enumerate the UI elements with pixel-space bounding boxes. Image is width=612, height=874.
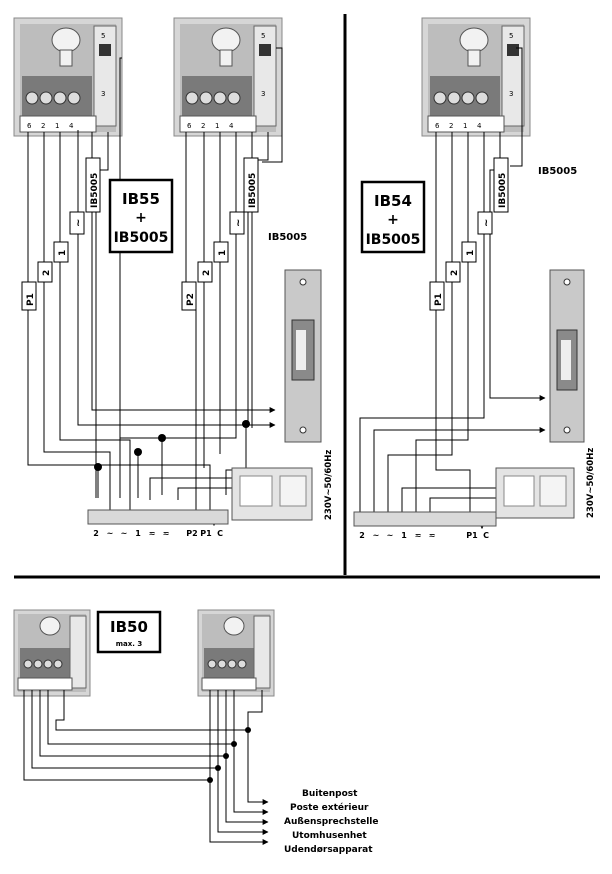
title-max: max. 3 xyxy=(116,640,143,648)
junction-dot xyxy=(245,727,251,733)
unit-terminal-2: 2 xyxy=(449,122,453,130)
power-supply-a: 230V~50/60Hz xyxy=(231,450,334,521)
title-plus: + xyxy=(135,210,147,226)
wire-label-tilde: ~ xyxy=(233,219,244,227)
title-model: IB50 xyxy=(110,618,148,636)
panel-a-wire-labels: P1 2 1 ~ IB5005 P2 2 1 ~ IB5005 xyxy=(21,157,259,311)
unit-terminal-6: 6 xyxy=(187,122,192,130)
wire-label-p1: P1 xyxy=(26,293,36,306)
module-label: IB5005 xyxy=(538,166,577,177)
panel-c-wires xyxy=(23,690,269,845)
title-model: IB55 xyxy=(122,190,160,208)
module-label: IB5005 xyxy=(268,232,307,243)
junction-dot xyxy=(207,777,213,783)
unit-terminal-6: 6 xyxy=(435,122,440,130)
unit-terminal-5: 5 xyxy=(261,32,265,40)
terminal-label: ≂ xyxy=(163,529,170,538)
wire-label-2: 2 xyxy=(450,270,460,276)
panel-b-title-box: IB54 + IB5005 xyxy=(360,180,426,254)
panel-c-title-box: IB50 max. 3 xyxy=(96,610,162,654)
wire-label-ib5005: IB5005 xyxy=(248,173,258,208)
terminal-label: C xyxy=(483,531,489,540)
terminal-label: ~ xyxy=(373,531,380,540)
title-plus: + xyxy=(387,212,399,228)
unit-terminal-1: 1 xyxy=(55,122,59,130)
terminal-label: ~ xyxy=(107,529,114,538)
title-model: IB54 xyxy=(374,192,412,210)
outdoor-label: Außensprechstelle xyxy=(284,817,378,827)
junction-dot xyxy=(231,741,237,747)
unit-terminal-1: 1 xyxy=(215,122,219,130)
junction-dot xyxy=(158,434,166,442)
junction-dot xyxy=(215,765,221,771)
power-supply-b: 230V~50/60Hz xyxy=(495,448,596,519)
unit-terminal-5: 5 xyxy=(101,32,105,40)
terminal-label: 2 xyxy=(93,529,99,538)
wire-label-1: 1 xyxy=(466,250,476,256)
terminal-label: ≂ xyxy=(149,529,156,538)
terminal-block-b xyxy=(353,511,497,527)
terminal-labels-a: 2 ~ ~ 1 ≂ ≂ P2 P1 C xyxy=(93,529,223,538)
outdoor-label: Poste extérieur xyxy=(290,802,369,813)
terminal-label: ~ xyxy=(121,529,128,538)
wire-label-1: 1 xyxy=(58,250,68,256)
terminal-label: 1 xyxy=(401,531,407,540)
indoor-unit-c2 xyxy=(197,609,275,697)
door-strike-a xyxy=(284,269,322,443)
wire-label-ib5005: IB5005 xyxy=(498,173,508,208)
terminal-label: 1 xyxy=(135,529,141,538)
psu-voltage-label: 230V~50/60Hz xyxy=(324,450,334,520)
door-strike-b xyxy=(549,269,585,443)
outdoor-labels: Buitenpost Poste extérieur Außensprechst… xyxy=(284,789,378,855)
wire-label-tilde: ~ xyxy=(73,219,84,227)
unit-terminal-3: 3 xyxy=(261,90,265,98)
terminal-label: ≂ xyxy=(415,531,422,540)
terminal-label: C xyxy=(217,529,223,538)
terminal-labels-b: 2 ~ ~ 1 ≂ ≂ P1 C xyxy=(359,531,489,540)
wire-label-p1: P1 xyxy=(434,293,444,306)
unit-terminal-3: 3 xyxy=(509,90,513,98)
terminal-block-a xyxy=(87,509,229,525)
unit-terminal-5: 5 xyxy=(509,32,513,40)
wire-label-1: 1 xyxy=(218,250,228,256)
terminal-label: 2 xyxy=(359,531,365,540)
wire-label-2: 2 xyxy=(42,270,52,276)
terminal-label: P1 xyxy=(466,531,478,540)
junction-dot xyxy=(223,753,229,759)
unit-terminal-6: 6 xyxy=(27,122,32,130)
title-module: IB5005 xyxy=(366,232,421,248)
panel-b-wire-labels: P1 2 1 ~ IB5005 xyxy=(429,157,509,311)
terminal-label: ≂ xyxy=(429,531,436,540)
title-module: IB5005 xyxy=(114,230,169,246)
wire-label-p2: P2 xyxy=(186,293,196,306)
junction-dot xyxy=(94,463,102,471)
terminal-label: P2 xyxy=(186,529,197,538)
wire-label-ib5005: IB5005 xyxy=(90,173,100,208)
outdoor-label: Buitenpost xyxy=(302,789,358,799)
outdoor-label: Utomhusenhet xyxy=(292,831,367,841)
unit-terminal-2: 2 xyxy=(201,122,205,130)
wire-label-tilde: ~ xyxy=(481,219,492,227)
indoor-unit-a1: 6 2 1 4 3 5 xyxy=(13,17,123,137)
unit-terminal-4: 4 xyxy=(229,122,234,130)
unit-terminal-4: 4 xyxy=(69,122,74,130)
terminal-label: ~ xyxy=(387,531,394,540)
junction-dot xyxy=(134,448,142,456)
terminal-label: P1 xyxy=(200,529,212,538)
unit-terminal-4: 4 xyxy=(477,122,482,130)
indoor-unit-c1 xyxy=(13,609,91,697)
unit-terminal-2: 2 xyxy=(41,122,45,130)
panel-a-title-box: IB55 + IB5005 xyxy=(108,178,174,254)
indoor-unit-b1: 6 2 1 4 3 5 xyxy=(421,17,531,137)
outdoor-label: Udendørsapparat xyxy=(284,845,373,855)
indoor-unit-a2: 6 2 1 4 3 5 xyxy=(173,17,283,137)
unit-terminal-3: 3 xyxy=(101,90,105,98)
junction-dot xyxy=(242,420,250,428)
psu-voltage-label: 230V~50/60Hz xyxy=(586,448,596,518)
wire-label-2: 2 xyxy=(202,270,212,276)
unit-terminal-1: 1 xyxy=(463,122,467,130)
